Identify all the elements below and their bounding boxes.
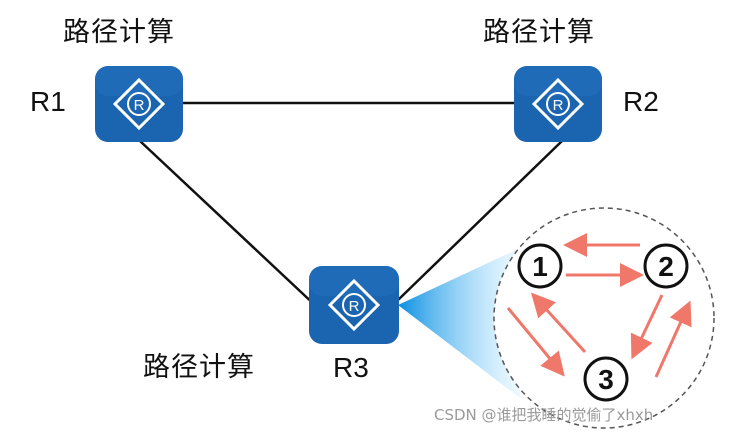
- loop-node-label: 3: [598, 364, 614, 395]
- loop-node-3: 3: [583, 356, 629, 402]
- loop-node-1: 1: [517, 243, 563, 289]
- arrow-1-to-3: [506, 307, 565, 377]
- router-r3: R: [309, 266, 399, 344]
- watermark: CSDN @谁把我睡的觉偷了xhxh: [434, 406, 654, 424]
- router-glyph: R: [349, 298, 360, 315]
- link-r2-r3: [397, 140, 563, 301]
- router-name-r1: R1: [30, 86, 66, 117]
- loop-node-label: 1: [532, 251, 548, 282]
- r1-path-calc-label: 路径计算: [63, 17, 175, 48]
- router-name-r3: R3: [333, 352, 369, 383]
- link-r1-r3: [139, 140, 319, 309]
- loop-node-2: 2: [643, 243, 689, 289]
- router-r1: R: [95, 66, 183, 142]
- router-name-r2: R2: [623, 86, 659, 117]
- loop-arrows: [506, 233, 692, 378]
- arrow-2-to-3: [630, 294, 664, 360]
- loop-node-label: 2: [658, 251, 674, 282]
- router-icon: R: [327, 278, 381, 332]
- router-glyph: R: [553, 97, 564, 114]
- router-icon: R: [531, 77, 585, 131]
- router-glyph: R: [134, 97, 145, 114]
- r3-path-calc-label: 路径计算: [143, 352, 255, 383]
- router-icon: R: [112, 77, 166, 131]
- router-r2: R: [514, 66, 602, 142]
- arrow-3-to-1: [530, 292, 587, 354]
- arrow-3-to-2: [654, 300, 692, 378]
- zoom-beam: [398, 248, 520, 398]
- r2-path-calc-label: 路径计算: [483, 17, 595, 48]
